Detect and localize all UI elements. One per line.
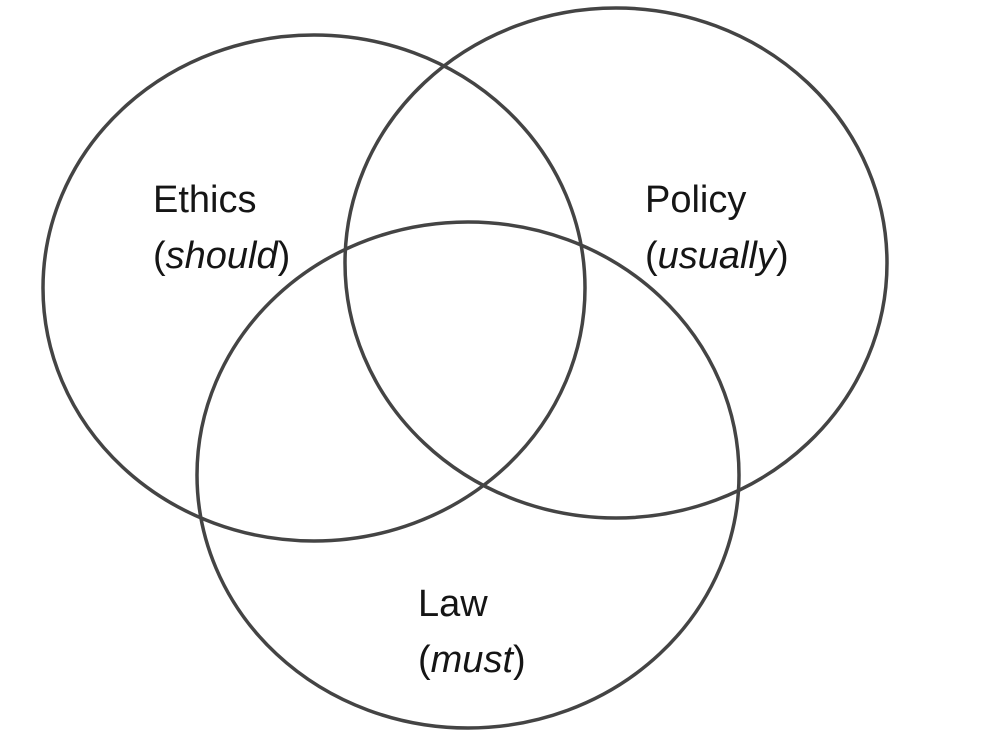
- policy-title: Policy: [645, 179, 747, 221]
- law-circle: [195, 220, 741, 730]
- law-title: Law: [418, 583, 488, 625]
- ethics-circle: [41, 33, 587, 543]
- ethics-label: Ethics (should): [153, 172, 290, 284]
- law-qualifier: (must): [418, 639, 526, 681]
- ethics-qualifier: (should): [153, 235, 291, 277]
- policy-circle: [343, 6, 889, 520]
- policy-qualifier: (usually): [645, 235, 789, 277]
- law-label: Law (must): [418, 576, 526, 688]
- ethics-title: Ethics: [153, 179, 257, 221]
- policy-label: Policy (usually): [645, 172, 789, 284]
